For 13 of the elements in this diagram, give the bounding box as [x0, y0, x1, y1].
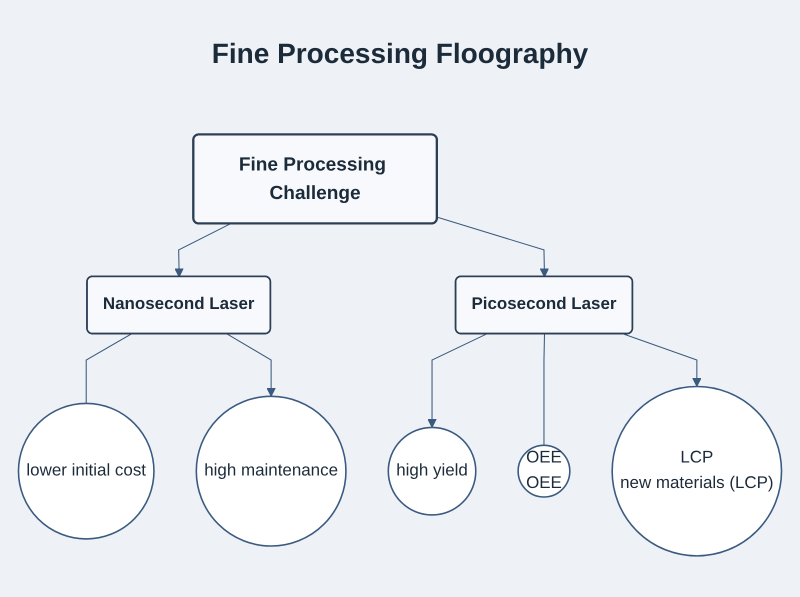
arrow — [226, 333, 276, 397]
arrow — [437, 216, 549, 278]
node-circle: LCP new materials (LCP) — [611, 386, 782, 556]
node-circle: high maintenance — [196, 395, 347, 547]
diagram-title: Fine Processing Floography — [210, 37, 590, 71]
node-circle: high yield — [388, 426, 477, 516]
arrow — [174, 223, 230, 278]
node-circle: OEE OEE — [517, 444, 571, 498]
arrow — [427, 333, 487, 428]
connector — [86, 333, 132, 404]
node-circle: lower initial cost — [18, 402, 155, 540]
connector — [543, 334, 546, 446]
arrow — [624, 333, 702, 387]
